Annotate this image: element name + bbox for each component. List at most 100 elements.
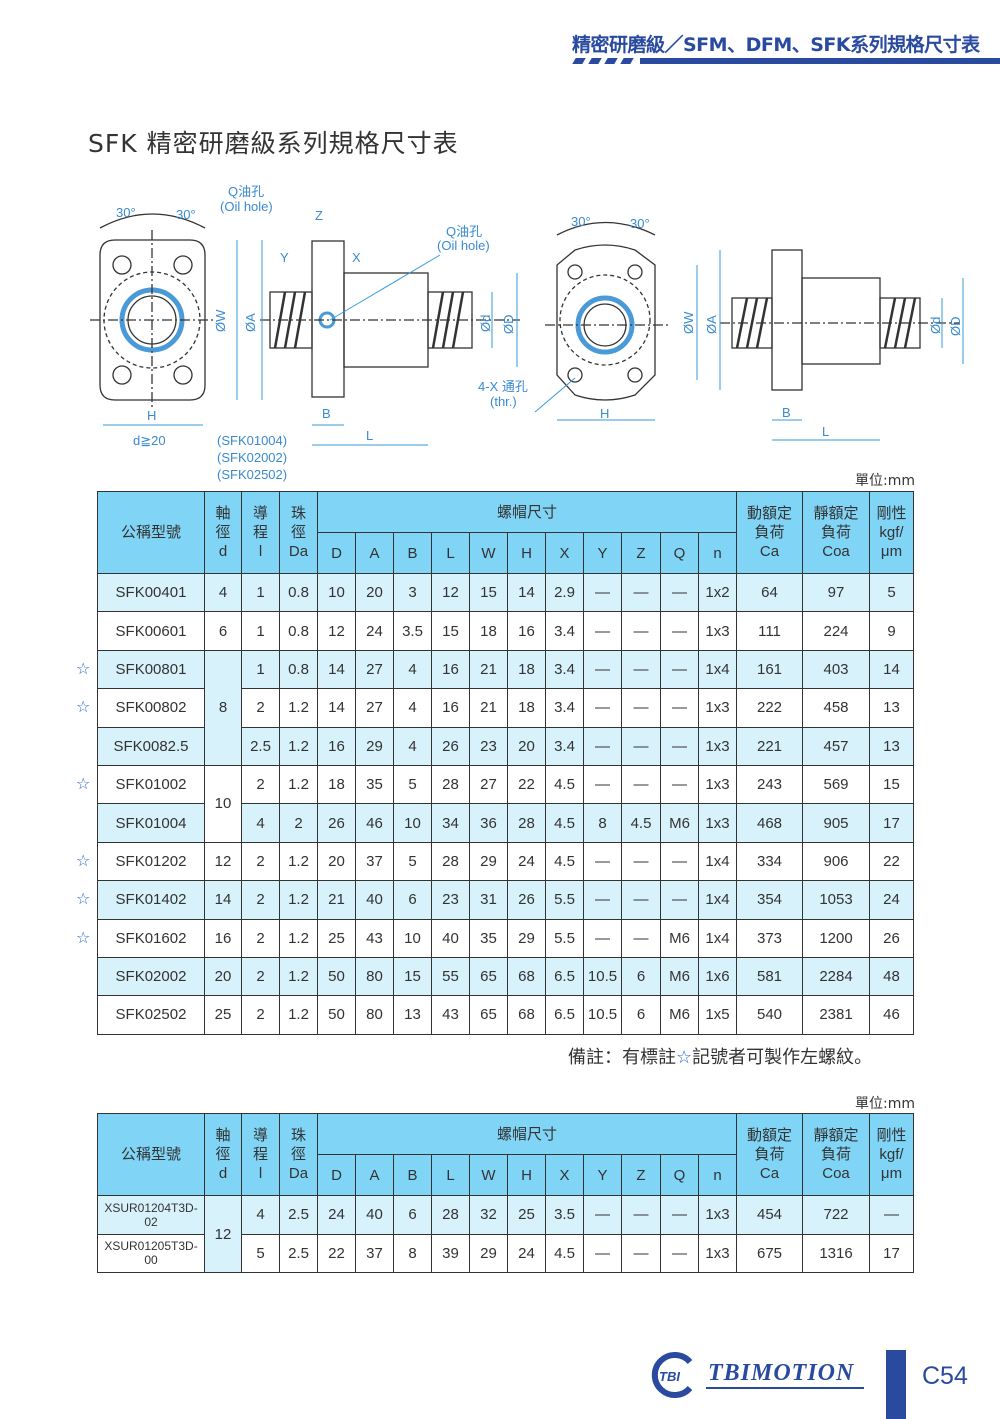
value-cell: — [660, 572, 699, 613]
col-x: X [545, 1154, 584, 1196]
header-text: B [407, 544, 418, 562]
value-cell: M6 [660, 803, 699, 843]
model-text: SFK0082.5 [113, 737, 189, 755]
value-cell: 55 [431, 956, 470, 997]
value-text: 18 [518, 660, 535, 678]
dim-w: ØW [213, 309, 228, 332]
d-cell: 10 [204, 764, 242, 843]
value-text: 29 [366, 737, 383, 755]
value-cell: 457 [802, 726, 870, 766]
header-text: 剛性 [876, 505, 907, 522]
value-text: 50 [328, 968, 345, 986]
value-cell: 1.2 [279, 956, 318, 997]
value-text: 20 [518, 737, 535, 755]
value-cell: 27 [469, 764, 508, 805]
value-text: 14 [328, 660, 345, 678]
value-cell: 1.2 [279, 726, 318, 766]
value-cell: — [583, 649, 622, 690]
value-cell: 32 [469, 1195, 508, 1235]
oil-hole-label-en: (Oil hole) [437, 238, 490, 253]
value-text: — [672, 776, 687, 794]
value-text: 5.5 [554, 891, 575, 909]
value-cell: 540 [736, 995, 803, 1035]
header-text: 負荷 [820, 524, 851, 541]
value-cell: 25 [317, 918, 356, 958]
value-cell: 569 [802, 764, 870, 805]
value-text: 40 [366, 1206, 383, 1224]
d-text: 14 [214, 891, 232, 909]
col-h: H [507, 1154, 546, 1196]
value-cell: 28 [431, 841, 470, 882]
d-cell: 6 [204, 611, 242, 651]
value-text: 6 [408, 891, 417, 909]
dim-h: H [600, 406, 609, 421]
value-text: — [595, 1206, 610, 1224]
value-text: 6.5 [554, 1006, 575, 1024]
value-cell: 26 [431, 726, 470, 766]
value-cell: 35 [469, 918, 508, 958]
value-text: 1 [256, 660, 265, 678]
flange-front-view [99, 239, 206, 401]
value-cell: 5 [869, 572, 914, 613]
value-cell: 3.4 [545, 726, 584, 766]
value-text: 4 [408, 737, 417, 755]
value-text: 4.5 [630, 814, 652, 832]
header-text: kgf/ [879, 524, 904, 541]
model-text: SFK01402 [115, 891, 187, 909]
value-cell: 2 [241, 764, 280, 805]
value-text: 37 [366, 852, 383, 870]
value-text: 31 [480, 891, 497, 909]
value-text: — [672, 737, 687, 755]
model-text: XSUR01204T3D-02 [104, 1200, 198, 1229]
value-cell: 675 [736, 1233, 803, 1273]
d-text: 10 [214, 795, 232, 813]
value-text: — [595, 737, 610, 755]
header-text: 程 [252, 524, 268, 541]
value-cell: 373 [736, 918, 803, 958]
value-cell: — [583, 1195, 622, 1235]
value-cell: 5 [393, 841, 432, 882]
dim-l: L [822, 424, 829, 439]
value-text: 540 [756, 1006, 783, 1024]
value-cell: 111 [736, 611, 803, 651]
d-text: 25 [214, 1006, 232, 1024]
header-text: l [258, 1165, 263, 1182]
angle-label: 30° [571, 214, 591, 229]
value-cell: 3.5 [393, 611, 432, 651]
value-text: 15 [442, 622, 459, 640]
value-cell: 4 [393, 649, 432, 690]
value-cell: 2 [241, 995, 280, 1035]
col-q: Q [660, 532, 699, 574]
value-text: 2.9 [554, 584, 575, 602]
value-text: 36 [480, 814, 497, 832]
value-text: — [672, 660, 687, 678]
value-text: — [672, 891, 687, 909]
value-text: 32 [480, 1206, 497, 1224]
value-text: 221 [756, 737, 783, 755]
angle-label: 30° [116, 205, 136, 220]
model-text: SFK01602 [115, 929, 187, 947]
value-cell: — [583, 841, 622, 882]
value-text: 13 [404, 1006, 421, 1024]
value-text: M6 [669, 1006, 690, 1024]
model-cell: SFK00601 [97, 611, 205, 651]
value-text: 28 [442, 852, 459, 870]
value-text: — [884, 1206, 899, 1224]
star-icon: ☆ [76, 927, 91, 947]
value-cell: 26 [507, 880, 546, 920]
value-cell: 4.5 [621, 803, 661, 843]
value-text: 20 [366, 584, 383, 602]
value-cell: 24 [317, 1195, 356, 1235]
model-note: (SFK02502) [217, 467, 287, 482]
value-text: 25 [518, 1206, 535, 1224]
dim-d-small: Ød [928, 317, 943, 334]
value-cell: 27 [355, 688, 394, 728]
value-cell: — [621, 649, 661, 690]
header-text: L [446, 544, 455, 562]
d-cell: 8 [204, 649, 242, 766]
value-cell: 2.5 [279, 1195, 318, 1235]
value-cell: 354 [736, 880, 803, 920]
value-cell: — [869, 1195, 914, 1235]
